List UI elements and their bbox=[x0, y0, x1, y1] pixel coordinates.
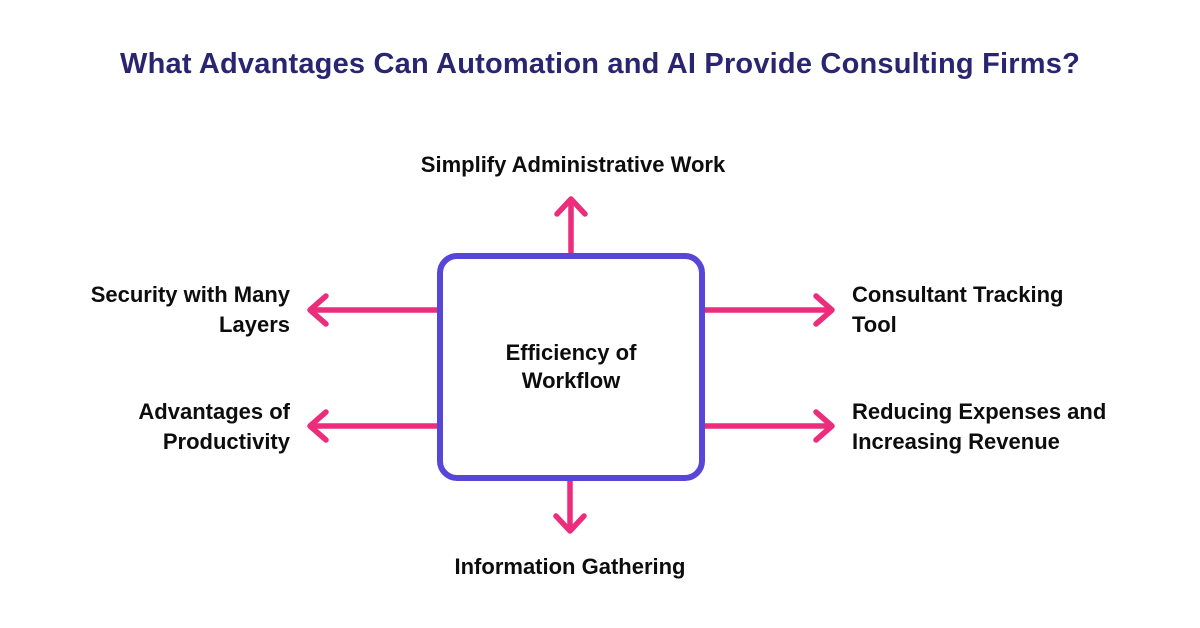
page-title: What Advantages Can Automation and AI Pr… bbox=[120, 48, 1080, 80]
node-label-line: Simplify Administrative Work bbox=[420, 152, 726, 177]
node-label-line: Productivity bbox=[162, 429, 290, 454]
center-node-label-line: Workflow bbox=[521, 368, 621, 393]
node-label-line: Information Gathering bbox=[454, 554, 686, 579]
node-label-consultant-tracking-tool: Consultant Tracking Tool bbox=[852, 280, 1063, 340]
center-node-label: Efficiency of Workflow bbox=[506, 339, 637, 395]
node-label-security-with-many-layers: Security with Many Layers bbox=[91, 280, 290, 340]
arrow-down-icon bbox=[553, 478, 587, 534]
node-label-line: Security with Many bbox=[90, 282, 290, 307]
node-label-simplify-administrative-work: Simplify Administrative Work bbox=[421, 151, 725, 179]
node-label-line: Reducing Expenses and bbox=[852, 399, 1107, 424]
node-label-line: Advantages of bbox=[138, 399, 290, 424]
node-label-line: Consultant Tracking bbox=[852, 282, 1064, 307]
node-label-line: Layers bbox=[219, 312, 290, 337]
node-label-advantages-of-productivity: Advantages of Productivity bbox=[138, 397, 290, 457]
center-node-label-line: Efficiency of bbox=[505, 340, 637, 365]
node-label-reducing-expenses-increasing-revenue: Reducing Expenses and Increasing Revenue bbox=[852, 397, 1106, 457]
arrow-right-top-icon bbox=[702, 293, 835, 327]
node-label-line: Increasing Revenue bbox=[852, 429, 1060, 454]
arrow-right-bottom-icon bbox=[702, 409, 835, 443]
node-label-line: Tool bbox=[852, 312, 897, 337]
node-label-information-gathering: Information Gathering bbox=[455, 553, 686, 581]
arrow-left-bottom-icon bbox=[307, 409, 440, 443]
arrow-up-icon bbox=[554, 196, 588, 255]
arrow-left-top-icon bbox=[307, 293, 440, 327]
center-node-efficiency-of-workflow: Efficiency of Workflow bbox=[437, 253, 705, 481]
